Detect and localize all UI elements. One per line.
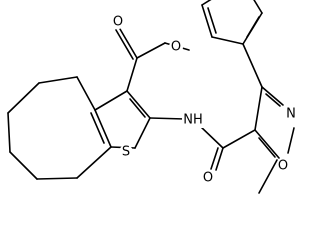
- bond: [7, 112, 11, 153]
- svg-text:NH: NH: [183, 113, 203, 128]
- bond: [242, 43, 263, 88]
- atom-o-amide: O: [201, 171, 215, 186]
- svg-text:O: O: [171, 40, 181, 55]
- bond: [199, 125, 224, 149]
- bond: [94, 90, 128, 111]
- bond: [149, 117, 186, 120]
- bond: [287, 127, 295, 154]
- structure-diagram: O O S NH O N O: [7, 0, 298, 194]
- bond: [258, 137, 276, 158]
- molecule-drawing: O O S NH O N O: [7, 0, 298, 194]
- bond: [76, 146, 112, 179]
- atom-o-ester: O: [169, 40, 183, 55]
- svg-text:S: S: [122, 145, 130, 160]
- bond: [7, 82, 40, 114]
- bond: [265, 93, 281, 107]
- bond: [201, 0, 212, 6]
- bond: [211, 36, 244, 45]
- svg-text:O: O: [203, 171, 213, 186]
- bond: [90, 112, 105, 144]
- bond: [246, 16, 260, 38]
- atom-n-amide: NH: [182, 112, 204, 128]
- svg-text:O: O: [278, 159, 288, 174]
- bond: [136, 42, 166, 59]
- atom-s-thiophene: S: [119, 145, 133, 160]
- svg-text:N: N: [286, 107, 296, 122]
- bond: [9, 151, 38, 180]
- bond: [119, 28, 138, 59]
- bond: [201, 4, 213, 38]
- atom-n-isoxazole: N: [284, 107, 298, 122]
- bond: [207, 7, 217, 34]
- bond: [258, 159, 278, 194]
- bond: [94, 109, 112, 148]
- bond: [38, 76, 78, 84]
- bond: [76, 76, 96, 111]
- bond: [210, 147, 219, 170]
- bond: [222, 129, 256, 149]
- bond: [134, 117, 151, 149]
- bond: [215, 147, 224, 171]
- bond: [129, 98, 146, 118]
- bond: [254, 129, 280, 159]
- bond: [126, 57, 138, 92]
- atom-o-carbonyl-ester: O: [111, 15, 125, 30]
- bond: [126, 90, 151, 119]
- bond: [253, 0, 263, 14]
- bond: [254, 86, 263, 131]
- atom-o-isoxazole: O: [276, 159, 290, 174]
- bond: [115, 29, 134, 60]
- bond: [36, 177, 78, 180]
- bond: [261, 86, 284, 106]
- svg-text:O: O: [113, 15, 123, 30]
